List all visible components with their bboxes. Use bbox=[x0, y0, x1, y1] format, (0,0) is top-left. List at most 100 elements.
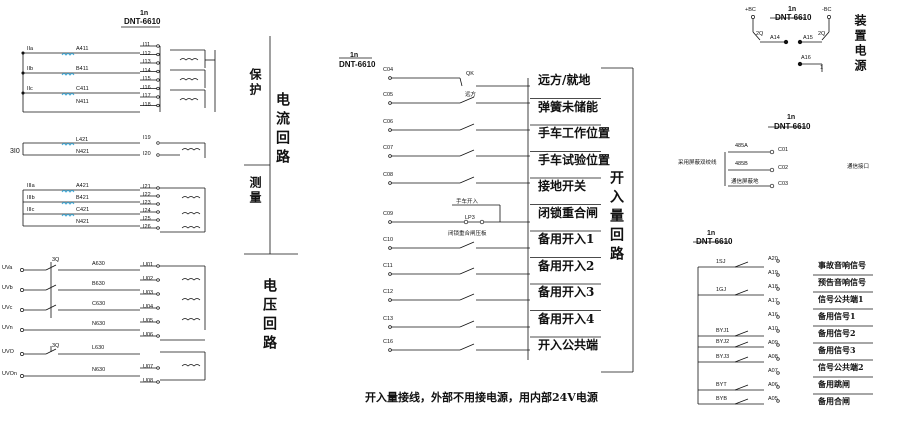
relay-contact-icon bbox=[734, 341, 749, 348]
comm-pin-0: C01 bbox=[778, 147, 789, 153]
input-label-7: 备用开入2 bbox=[538, 258, 595, 273]
relay-contact-icon bbox=[734, 384, 749, 391]
input-label-8: 备用开入3 bbox=[538, 285, 595, 299]
zero-seq-label: 3I0 bbox=[10, 148, 20, 155]
pwr-plus: +BC bbox=[745, 7, 756, 13]
sig-pin-6: A09 bbox=[768, 340, 778, 346]
terminal-icon bbox=[156, 153, 160, 157]
c-terminal-2: C06 bbox=[383, 119, 394, 125]
top-terminal-3: I14 bbox=[143, 67, 151, 74]
signal-label-5: 备用信号3 bbox=[818, 345, 856, 355]
ct-mid-label-1: B411 bbox=[76, 66, 89, 72]
terminal-icon bbox=[776, 287, 780, 291]
terminal-icon bbox=[388, 76, 392, 80]
terminal-icon bbox=[388, 181, 392, 185]
signal-label-8: 备用合闸 bbox=[818, 396, 850, 406]
vt-switch-label-1: 3Q bbox=[52, 343, 60, 349]
terminal-icon bbox=[156, 202, 160, 206]
vt-coil-icon bbox=[181, 298, 201, 301]
top-terminal-6: I17 bbox=[143, 93, 151, 99]
terminal-dot bbox=[21, 71, 25, 75]
zero-term-1: I20 bbox=[143, 151, 151, 157]
terminal-icon bbox=[156, 292, 160, 296]
terminal-dot bbox=[21, 91, 25, 95]
terminal-icon bbox=[156, 86, 160, 91]
comm-485b: 485B bbox=[735, 161, 748, 167]
switch-contact-icon bbox=[821, 31, 830, 41]
terminal-icon bbox=[20, 352, 24, 356]
terminal-icon bbox=[776, 371, 780, 375]
sig-pin-2: A18 bbox=[768, 284, 778, 290]
vt-coil-icon bbox=[181, 364, 201, 367]
mid-device-1n: 1n bbox=[350, 52, 359, 59]
comm-pin-2: C03 bbox=[778, 181, 789, 187]
ct-mid-label-0: A411 bbox=[76, 46, 89, 52]
ct-coil-icon bbox=[181, 212, 201, 215]
terminal-icon bbox=[388, 348, 392, 352]
ct-coil-icon bbox=[61, 190, 75, 193]
meas-term-1: I22 bbox=[143, 192, 151, 198]
relay-label-6: BYB bbox=[716, 396, 728, 402]
top-terminal-7: I18 bbox=[143, 101, 151, 108]
terminal-icon bbox=[156, 141, 160, 145]
ct-label-1: IIb bbox=[27, 66, 34, 72]
sig-pin-7: A08 bbox=[768, 354, 778, 360]
terminal-dot bbox=[21, 51, 25, 55]
terminal-icon bbox=[156, 186, 160, 190]
meas-term-0: I21 bbox=[143, 184, 151, 190]
ct-label-2: IIc bbox=[27, 86, 33, 92]
input-label-3: 手车试验位置 bbox=[538, 152, 611, 167]
vt-term-2: U03 bbox=[143, 290, 154, 296]
c-terminal-1: C05 bbox=[383, 92, 394, 98]
no-contact-icon bbox=[459, 96, 475, 104]
meas-term-3: I24 bbox=[143, 208, 151, 214]
pwr-device-model: DNT-6610 bbox=[775, 13, 812, 22]
c-terminal-8: C12 bbox=[383, 289, 394, 295]
terminal-icon bbox=[776, 357, 780, 361]
ct-coil-icon bbox=[181, 196, 201, 199]
signal-label-3: 备用信号1 bbox=[818, 311, 856, 321]
ct-coil-icon bbox=[181, 148, 201, 151]
ct-mid-n411: N411 bbox=[76, 99, 89, 105]
device-1n-label: 1n bbox=[140, 10, 149, 17]
c-terminal-7: C11 bbox=[383, 263, 393, 269]
vt-mid-3: N630 bbox=[92, 321, 106, 327]
relay-contact-icon bbox=[734, 261, 749, 268]
comm-pin-1: C02 bbox=[778, 165, 789, 171]
vt-row-1: UVb bbox=[2, 285, 13, 291]
c-terminal-10: C16 bbox=[383, 339, 394, 345]
terminal-icon bbox=[156, 278, 160, 282]
c-terminal-4: C08 bbox=[383, 172, 394, 178]
signal-label-6: 信号公共端2 bbox=[818, 362, 864, 372]
sig-pin-4: A16 bbox=[768, 312, 778, 318]
pwr-pin-0: A14 bbox=[770, 35, 780, 41]
c-terminal-9: C13 bbox=[383, 316, 394, 322]
relay-contact-icon bbox=[734, 330, 749, 337]
vt-mid-0: A630 bbox=[92, 261, 105, 267]
lp3-label: LP3 bbox=[465, 215, 475, 221]
terminal-icon bbox=[776, 315, 780, 319]
vt-term-7: U08 bbox=[143, 378, 154, 384]
terminal-icon bbox=[776, 273, 780, 277]
no-contact-icon bbox=[459, 241, 475, 249]
top-terminal-1: I12 bbox=[143, 50, 151, 57]
ct-coil-icon bbox=[181, 226, 201, 229]
comm-iface-label: 通信接口 bbox=[847, 164, 870, 170]
qk-sub-label: 远方 bbox=[465, 92, 477, 98]
terminal-icon bbox=[388, 128, 392, 132]
label-protection: 保护 bbox=[248, 68, 262, 98]
switch-contact-icon bbox=[752, 31, 761, 41]
terminal-icon bbox=[388, 246, 392, 250]
relay-label-5: BYT bbox=[716, 382, 727, 388]
qk-label: QK bbox=[466, 71, 474, 77]
terminal-icon bbox=[156, 95, 160, 99]
zero-mid-0: L421 bbox=[76, 137, 89, 143]
comm-device-model: DNT-6610 bbox=[774, 122, 811, 131]
vt-row-5: UVOn bbox=[2, 371, 17, 377]
ct-label-0: IIa bbox=[27, 46, 34, 52]
c-terminal-0: C04 bbox=[383, 67, 394, 73]
vt-term-4: U05 bbox=[143, 318, 154, 324]
mid-device-model: DNT-6610 bbox=[339, 60, 376, 69]
terminal-icon bbox=[156, 194, 160, 198]
